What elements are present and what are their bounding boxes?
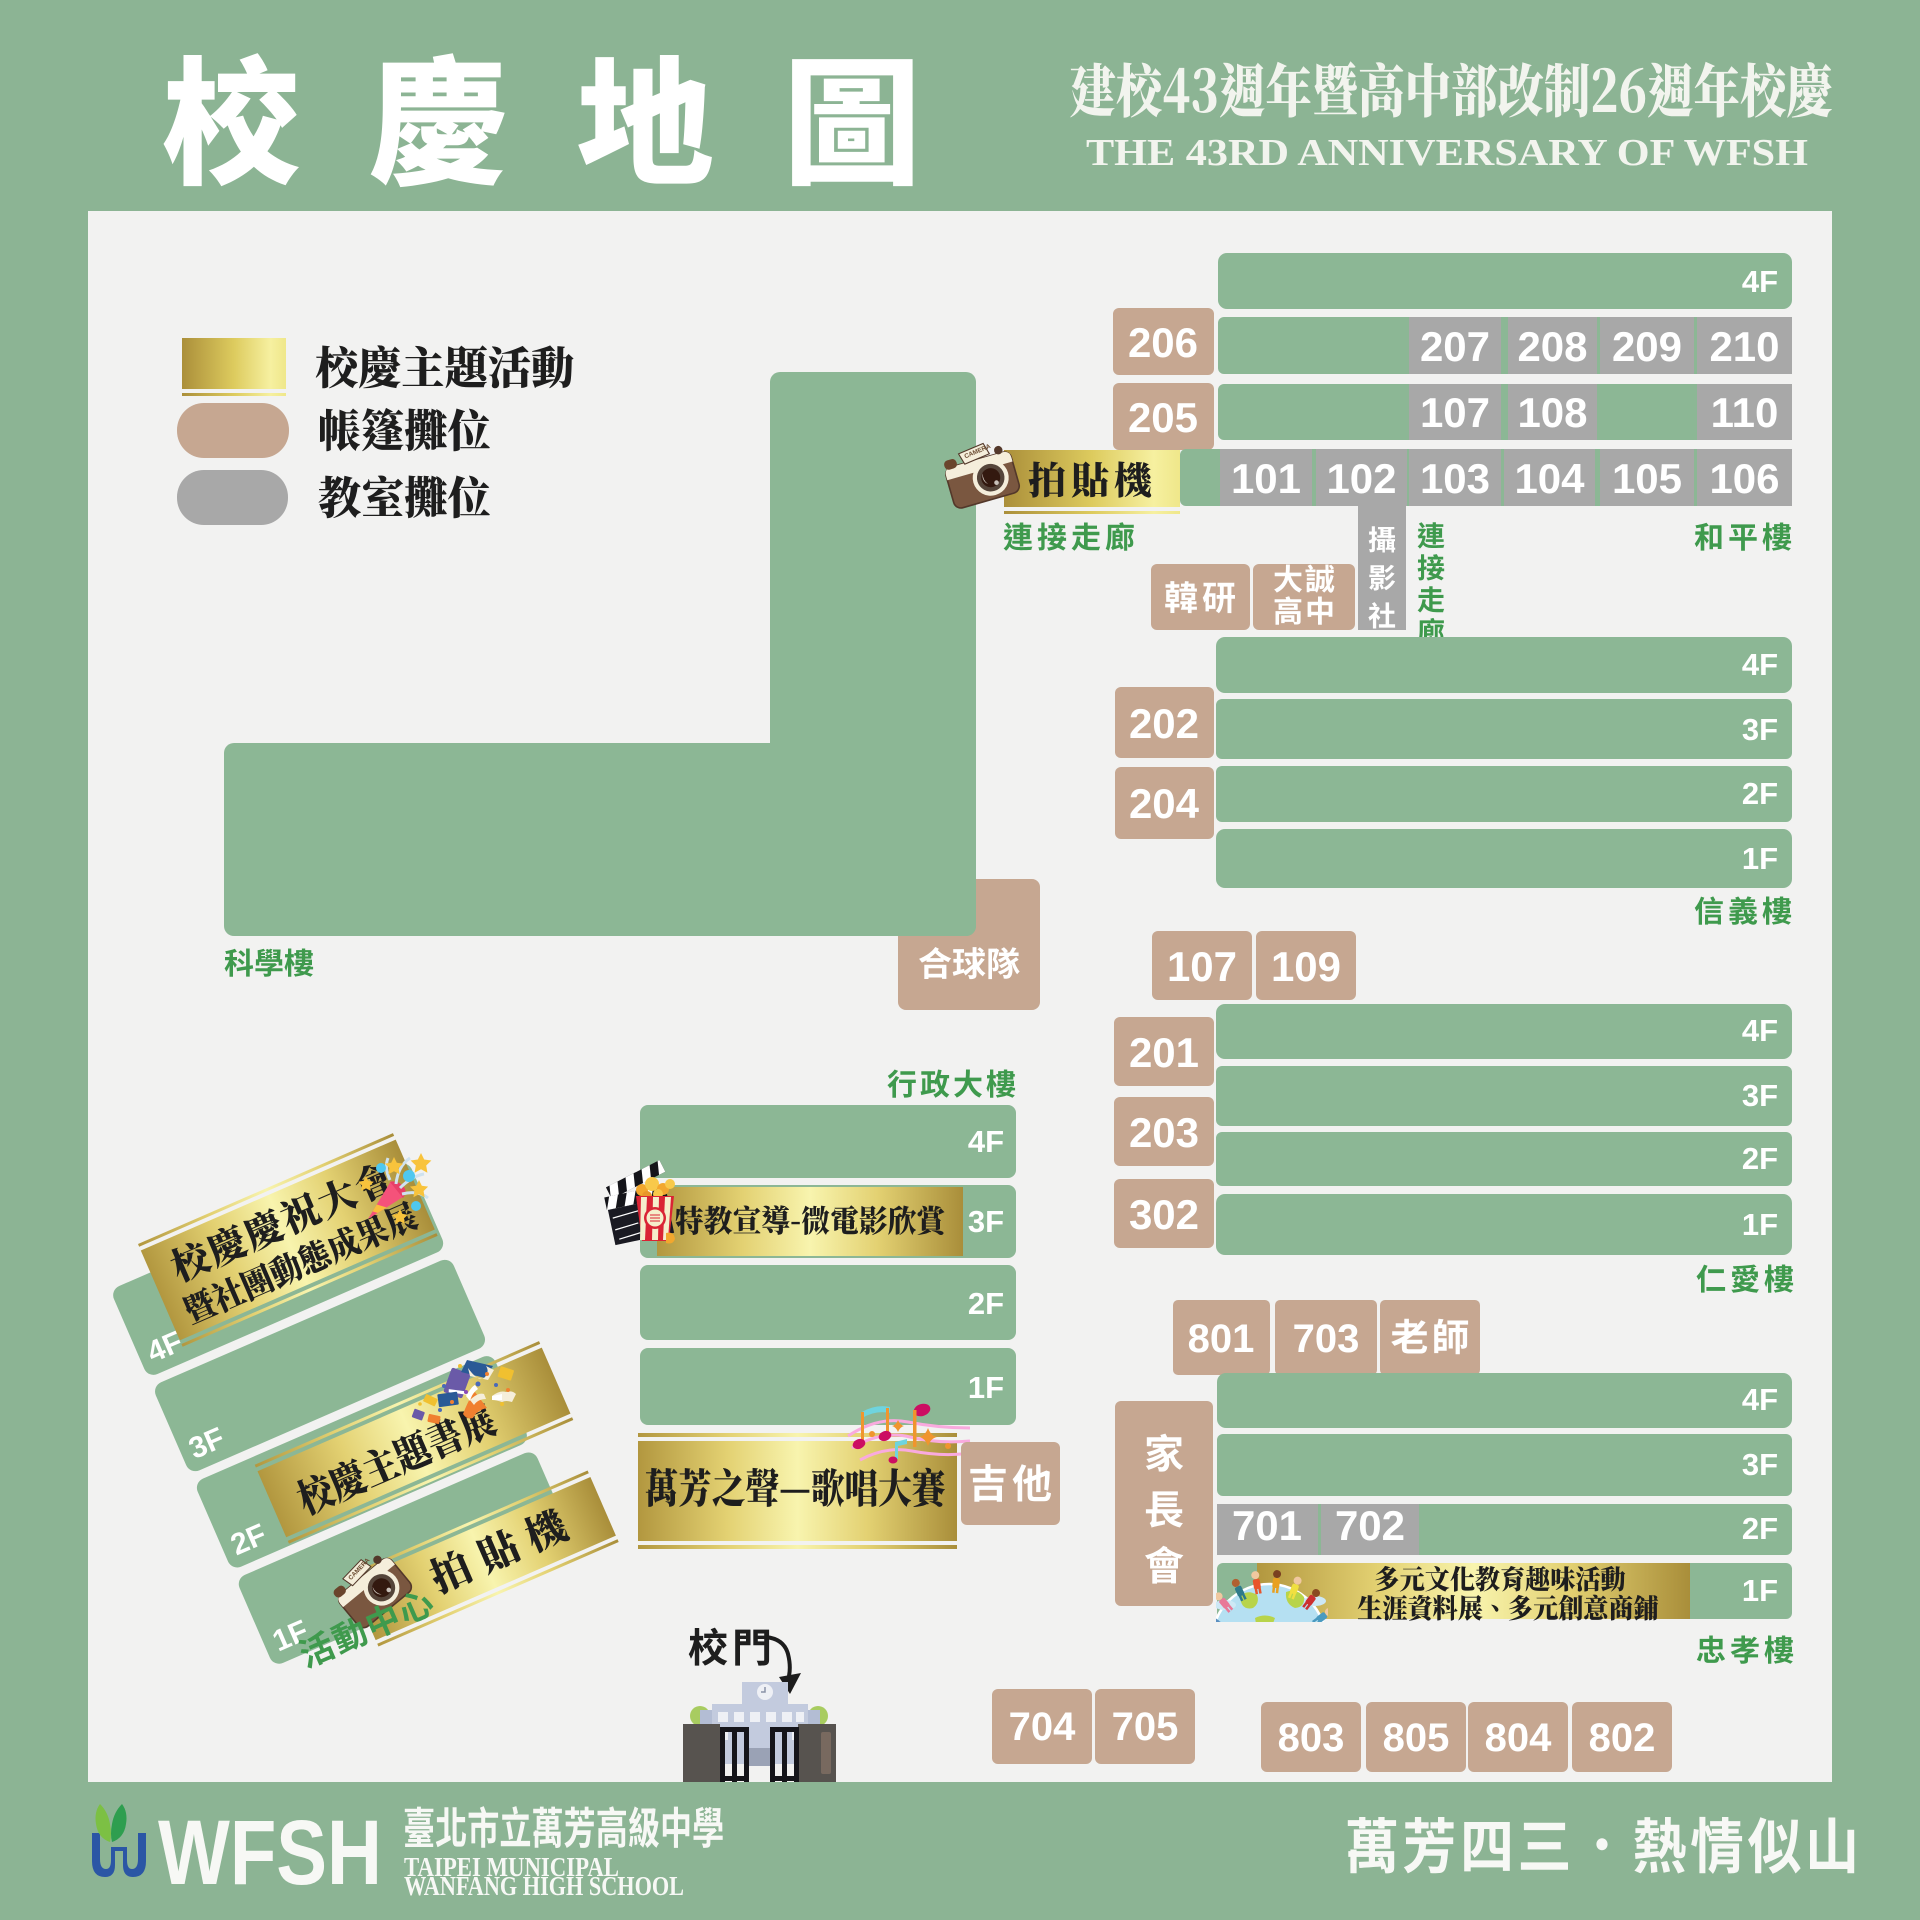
svg-text:203: 203 [1129,1109,1199,1156]
svg-text:3F: 3F [1742,1447,1778,1482]
svg-text:4F: 4F [1742,264,1778,299]
svg-text:206: 206 [1128,319,1198,366]
svg-text:210: 210 [1709,323,1779,370]
svg-text:WANFANG HIGH SCHOOL: WANFANG HIGH SCHOOL [404,1871,684,1901]
svg-text:110: 110 [1711,389,1779,436]
svg-text:4F: 4F [1742,647,1778,682]
svg-text:802: 802 [1589,1716,1656,1760]
svg-text:702: 702 [1335,1502,1405,1549]
svg-text:204: 204 [1129,780,1200,827]
svg-text:1F: 1F [1742,1573,1778,1608]
svg-text:302: 302 [1129,1191,1199,1238]
svg-text:TAIPEI MUNICIPAL: TAIPEI MUNICIPAL [404,1852,619,1882]
svg-text:101: 101 [1231,455,1301,502]
svg-text:209: 209 [1612,323,1682,370]
svg-text:2F: 2F [1742,776,1778,811]
svg-text:3F: 3F [1742,1078,1778,1113]
svg-text:205: 205 [1128,394,1198,441]
svg-text:207: 207 [1420,323,1490,370]
svg-text:803: 803 [1278,1716,1345,1760]
svg-text:WFSH: WFSH [158,1802,382,1904]
svg-text:801: 801 [1188,1317,1255,1361]
svg-text:2F: 2F [1742,1511,1778,1546]
svg-text:208: 208 [1517,323,1587,370]
svg-text:2F: 2F [968,1286,1004,1321]
svg-text:109: 109 [1271,943,1341,990]
svg-text:105: 105 [1612,455,1682,502]
svg-text:701: 701 [1232,1502,1302,1549]
svg-text:THE 43RD ANNIVERSARY OF WFSH: THE 43RD ANNIVERSARY OF WFSH [1086,132,1808,174]
svg-text:104: 104 [1514,455,1585,502]
svg-text:201: 201 [1129,1029,1199,1076]
svg-text:1F: 1F [1742,1207,1778,1242]
svg-text:705: 705 [1112,1705,1179,1749]
svg-text:1F: 1F [1742,841,1778,876]
svg-text:108: 108 [1517,389,1587,436]
svg-text:4F: 4F [1742,1382,1778,1417]
svg-text:107: 107 [1420,389,1490,436]
svg-text:106: 106 [1709,455,1779,502]
svg-text:2F: 2F [1742,1141,1778,1176]
svg-text:804: 804 [1485,1716,1552,1760]
svg-text:3F: 3F [1742,712,1778,747]
svg-text:805: 805 [1383,1716,1450,1760]
svg-text:102: 102 [1326,455,1396,502]
svg-text:103: 103 [1420,455,1490,502]
svg-text:202: 202 [1129,700,1199,747]
svg-text:703: 703 [1293,1317,1360,1361]
svg-text:4F: 4F [1742,1013,1778,1048]
svg-text:1F: 1F [968,1370,1004,1405]
svg-text:704: 704 [1009,1705,1076,1749]
svg-text:107: 107 [1167,943,1237,990]
svg-text:3F: 3F [968,1204,1004,1239]
svg-text:4F: 4F [968,1124,1004,1159]
